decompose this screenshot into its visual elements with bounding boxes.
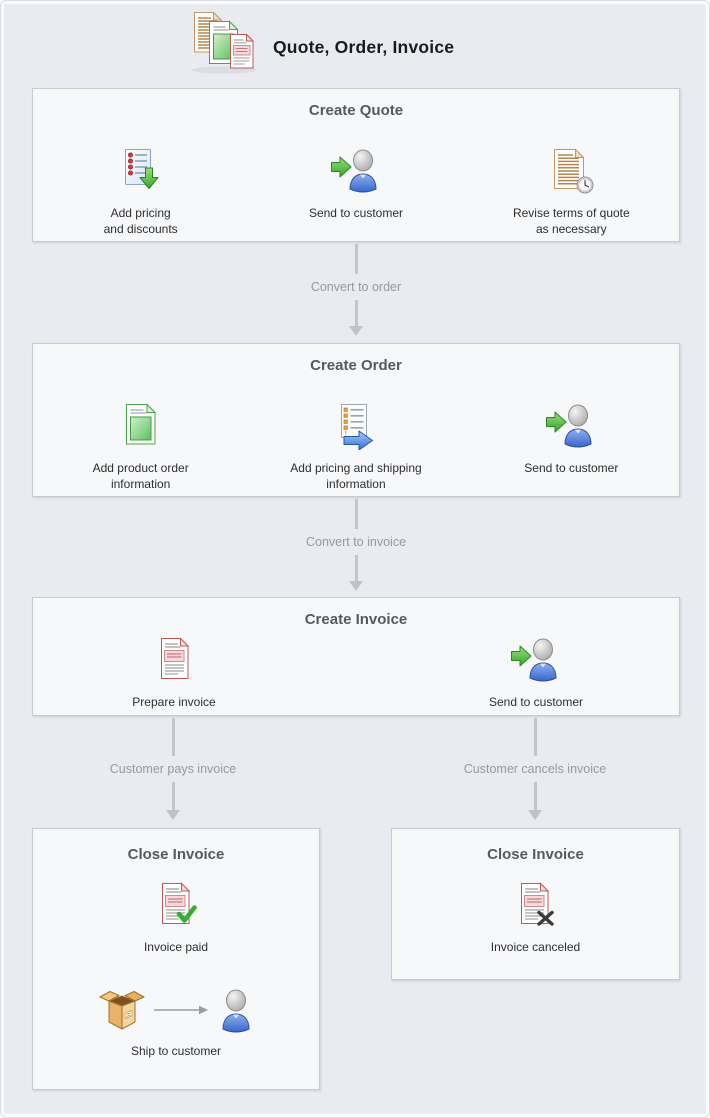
page-title: Quote, Order, Invoice <box>273 37 455 57</box>
process-step: Send to customer <box>464 402 679 492</box>
connector-label: Customer cancels invoice <box>463 762 607 776</box>
step-list: Invoice canceled <box>392 865 679 955</box>
panel-close-invoice-canceled: Close Invoice Invoice canceled <box>391 828 680 980</box>
process-step: Revise terms of quote as necessary <box>464 147 679 237</box>
connector-customer-cancels-invoice: Customer cancels invoice <box>435 718 635 820</box>
connector-convert-to-order: Convert to order <box>256 244 456 336</box>
panel-create-order: Create Order Add product order informati… <box>32 343 680 497</box>
process-step: Invoice paid <box>144 881 208 955</box>
invoice-canceled-icon <box>511 881 559 931</box>
arrow-down-icon <box>349 581 363 591</box>
process-step-label: Send to customer <box>308 206 404 220</box>
connector-line <box>354 499 358 529</box>
arrow-down-icon <box>166 810 180 820</box>
process-step: Prepare invoice <box>74 636 274 710</box>
connector-line <box>533 782 537 810</box>
documents-stack-icon <box>179 11 265 75</box>
connector-line <box>354 300 358 326</box>
process-step-label: Invoice canceled <box>490 940 581 954</box>
process-step-label: Add pricing and discounts <box>103 206 178 237</box>
process-step-label: Ship to customer <box>130 1044 222 1059</box>
step-list: Add pricing and discounts Send to custome… <box>33 147 679 237</box>
process-step-label: Invoice paid <box>143 940 209 954</box>
panel-create-quote: Create Quote Add pricing and discounts Se… <box>32 88 680 242</box>
connector-line <box>171 782 175 810</box>
revise-quote-icon <box>546 147 596 197</box>
customer-person-icon <box>217 987 255 1033</box>
product-document-icon <box>118 402 164 452</box>
connector-label: Customer pays invoice <box>109 762 237 776</box>
connector-label: Convert to invoice <box>305 535 407 549</box>
connector-convert-to-invoice: Convert to invoice <box>256 499 456 591</box>
invoice-document-icon <box>151 636 197 686</box>
panel-create-invoice: Create Invoice Prepare invoice Send to cu… <box>32 597 680 716</box>
arrow-down-icon <box>349 326 363 336</box>
pricing-shipping-icon <box>331 402 381 452</box>
panel-title-close-invoice-paid: Close Invoice <box>127 846 225 863</box>
connector-line <box>354 244 358 274</box>
process-step: Send to customer <box>436 636 636 710</box>
panel-title-create-quote: Create Quote <box>308 102 404 119</box>
step-list: Add product order information Add pricing… <box>33 402 679 492</box>
send-to-customer-icon <box>329 147 383 197</box>
ship-to-customer-row <box>33 987 319 1033</box>
invoice-paid-icon <box>152 881 200 931</box>
process-step-label: Add pricing and shipping information <box>290 461 422 492</box>
process-step-label: Prepare invoice <box>132 695 216 709</box>
flow-arrow-right-icon <box>153 1004 211 1016</box>
diagram-header: Quote, Order, Invoice <box>179 11 454 75</box>
process-step: Send to customer <box>248 147 463 237</box>
arrow-down-icon <box>528 810 542 820</box>
panel-close-invoice-paid: Close Invoice Invoice paid Ship to custo… <box>32 828 320 1090</box>
process-step-label: Revise terms of quote as necessary <box>512 206 630 237</box>
process-step: Add product order information <box>33 402 248 492</box>
send-to-customer-icon <box>509 636 563 686</box>
process-step-label: Send to customer <box>524 461 619 475</box>
step-list: Invoice paid <box>33 865 319 955</box>
connector-line <box>354 555 358 581</box>
step-list: Prepare invoice Send to customer <box>33 636 679 726</box>
process-step: Add pricing and shipping information <box>248 402 463 492</box>
connector-line <box>171 718 175 756</box>
send-to-customer-icon <box>544 402 598 452</box>
process-step: Invoice canceled <box>491 881 580 955</box>
connector-customer-pays-invoice: Customer pays invoice <box>73 718 273 820</box>
process-step: Add pricing and discounts <box>33 147 248 237</box>
panel-title-create-invoice: Create Invoice <box>304 611 408 628</box>
connector-label: Convert to order <box>310 280 402 294</box>
pricing-list-icon <box>118 147 164 197</box>
process-step-label: Send to customer <box>488 695 584 709</box>
process-step-label: Add product order information <box>92 461 189 492</box>
package-box-icon <box>97 988 147 1032</box>
connector-line <box>533 718 537 756</box>
panel-title-close-invoice-canceled: Close Invoice <box>487 846 584 863</box>
panel-title-create-order: Create Order <box>310 357 402 374</box>
